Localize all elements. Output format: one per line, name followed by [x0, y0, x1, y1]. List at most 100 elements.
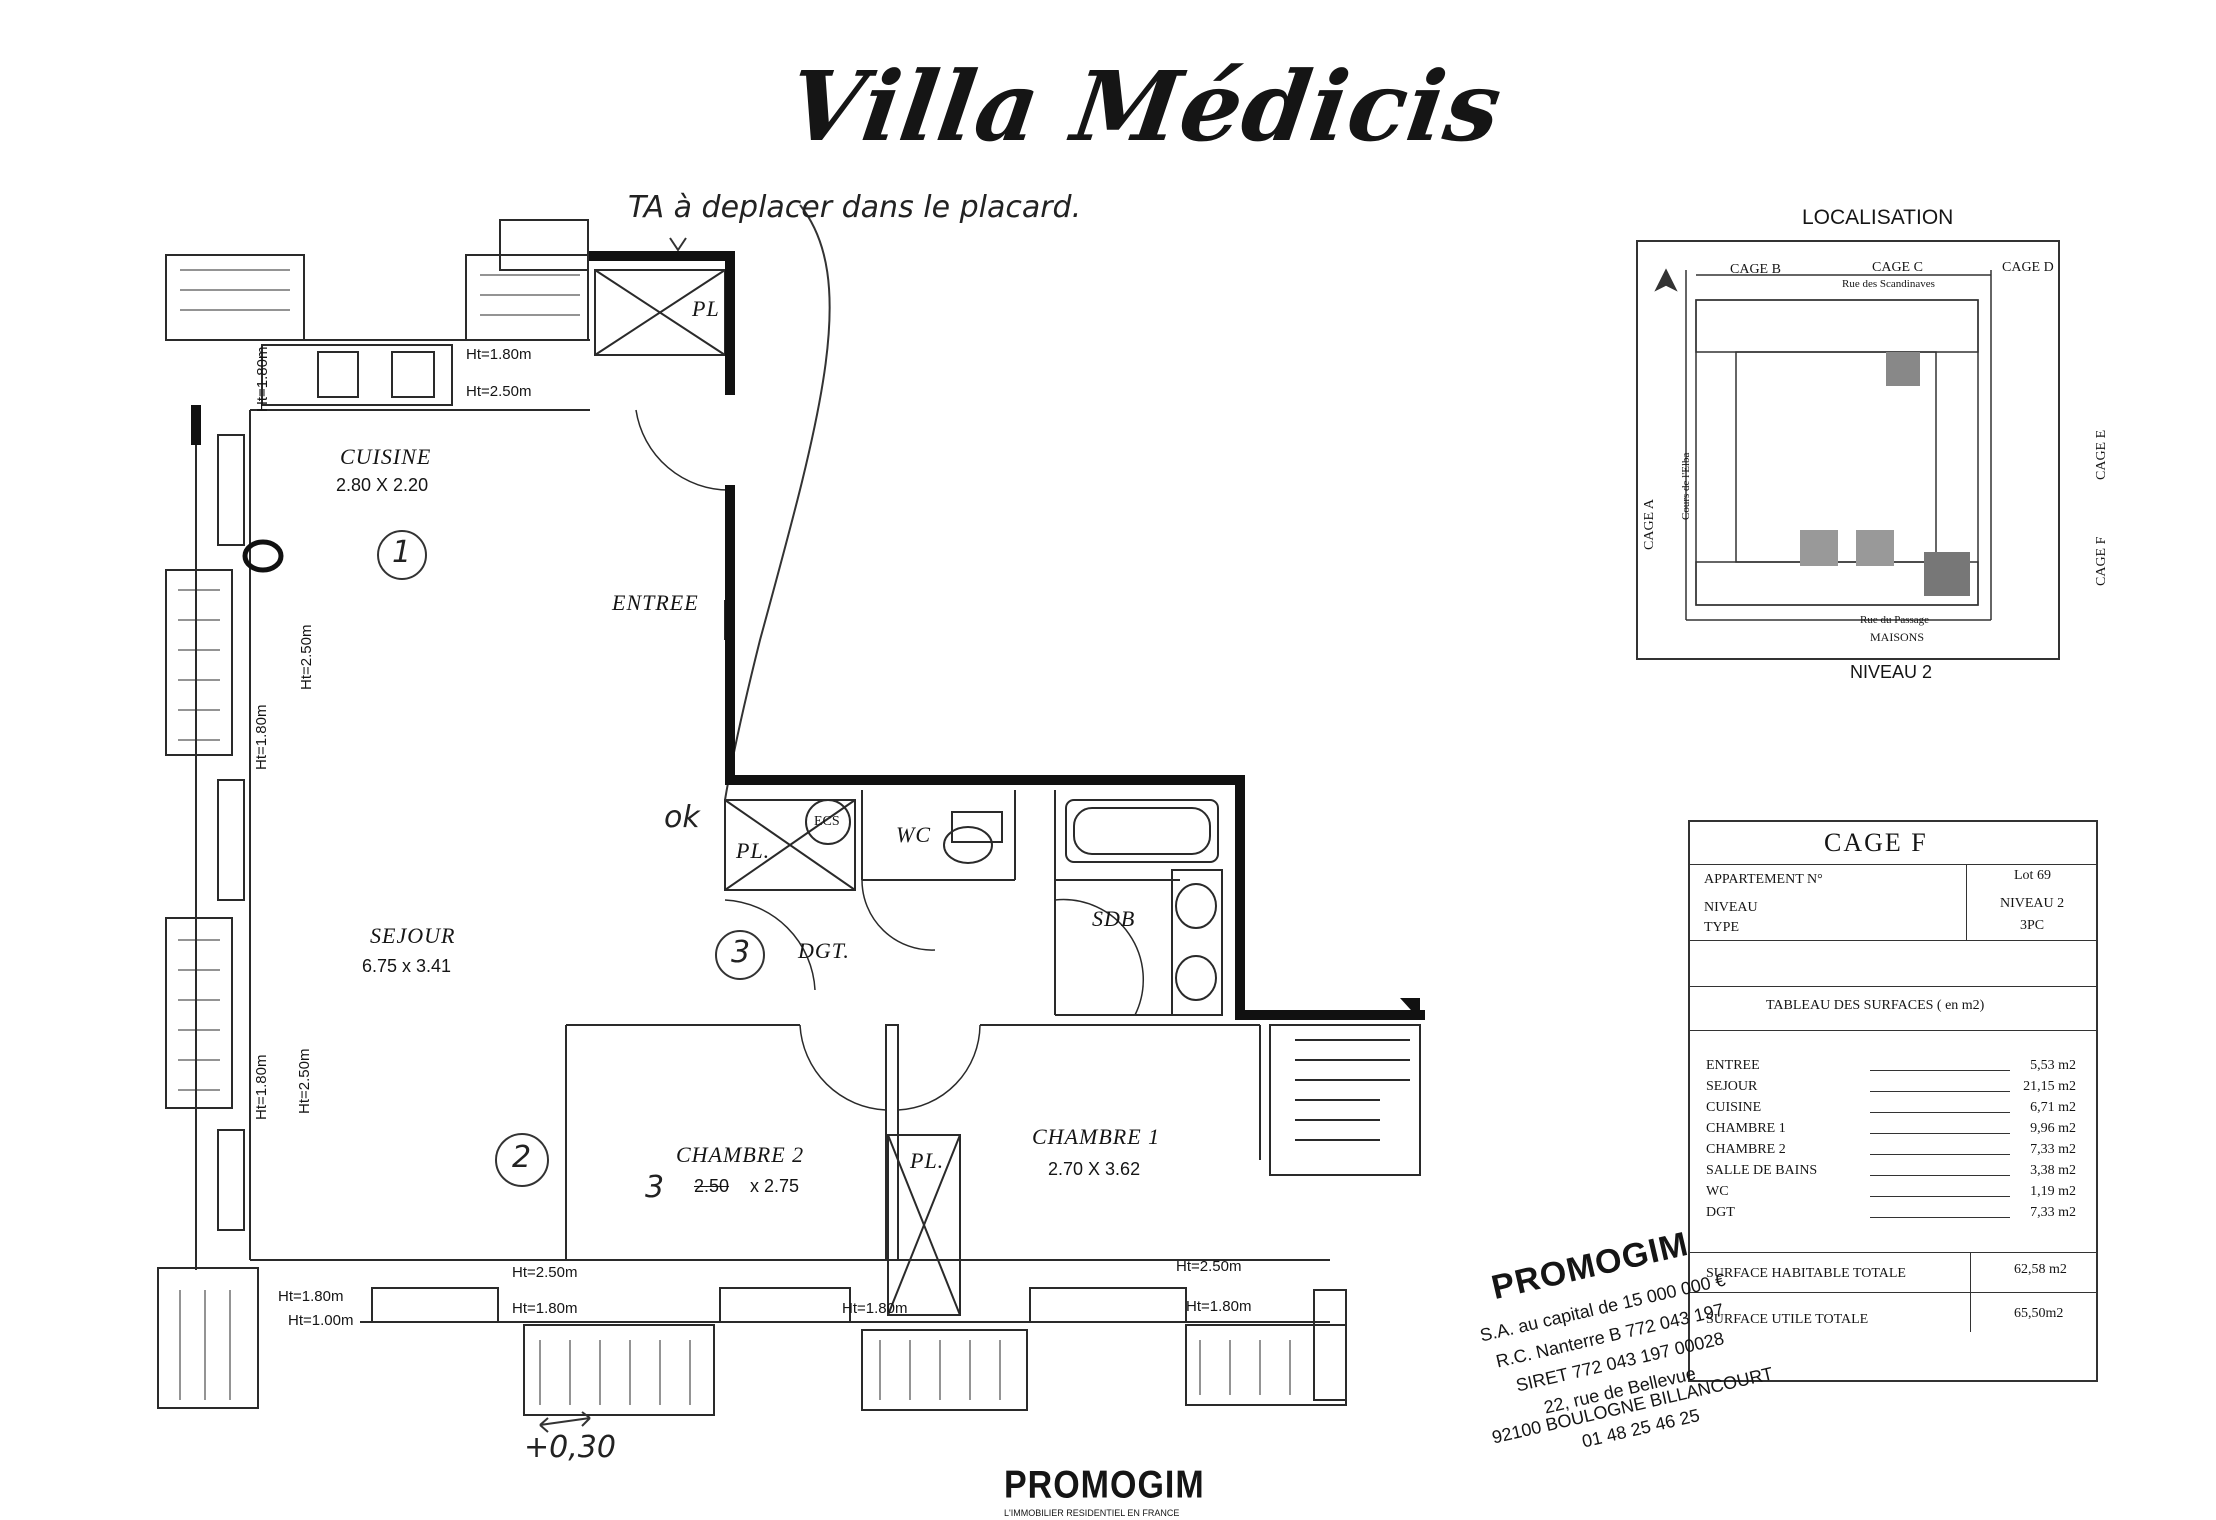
surface-row: DGT 7,33 m2: [1706, 1205, 2086, 1226]
surface-value: 1,19 m2: [2030, 1184, 2076, 1199]
cage-f-label: CAGE F: [2094, 536, 2109, 586]
room-entree-name: ENTREE: [612, 590, 699, 615]
surface-row: SEJOUR 21,15 m2: [1706, 1079, 2086, 1100]
surface-label: ENTREE: [1706, 1058, 1760, 1073]
type-value: 3PC: [2020, 918, 2045, 933]
room-dgt-name: DGT.: [798, 938, 850, 963]
surface-label: CUISINE: [1706, 1100, 1762, 1115]
marker-1: 1: [392, 535, 412, 570]
surface-label: WC: [1706, 1184, 1729, 1199]
habitable-label: SURFACE HABITABLE TOTALE: [1706, 1266, 1906, 1281]
ecs-label: ECS: [814, 814, 840, 829]
surface-value: 7,33 m2: [2030, 1142, 2076, 1157]
offset-note: +0,30: [524, 1430, 616, 1465]
height-bottom-5: Ht=1.80m: [842, 1300, 908, 1317]
room-cuisine-dims: 2.80 X 2.20: [336, 475, 429, 495]
ok-mark: ok: [664, 800, 700, 835]
surfaces-table: [1688, 820, 2098, 1382]
room-sejour-name: SEJOUR: [370, 923, 456, 948]
room-chambre1-name: CHAMBRE 1: [1032, 1124, 1161, 1149]
table-rule: [1688, 940, 2098, 941]
cage-a-label: CAGE A: [1642, 499, 1657, 550]
table-header: CAGE F: [1824, 828, 1928, 857]
maisons-label: MAISONS: [1870, 630, 1925, 644]
localisation-title: LOCALISATION: [1802, 206, 1954, 229]
height-bottom-7: Ht=1.80m: [1186, 1298, 1252, 1315]
table-rule: [1966, 864, 1967, 940]
key-plan: [1654, 268, 1992, 621]
surface-value: 21,15 m2: [2023, 1079, 2076, 1094]
room-chambre2-name: CHAMBRE 2: [676, 1142, 805, 1167]
marker-3: 3: [731, 935, 751, 970]
surface-value: 7,33 m2: [2030, 1205, 2076, 1220]
leader-line: [1870, 1196, 2010, 1197]
surfaces-rows: ENTREE 5,53 m2 SEJOUR 21,15 m2 CUISINE 6…: [1706, 1058, 2086, 1226]
surface-label: CHAMBRE 2: [1706, 1142, 1786, 1157]
leader-line: [1870, 1133, 2010, 1134]
height-bottom-4: Ht=1.80m: [512, 1300, 578, 1317]
habitable-value: 62,58 m2: [2014, 1262, 2067, 1277]
surface-label: SALLE DE BAINS: [1706, 1163, 1818, 1178]
leader-line: [1870, 1112, 2010, 1113]
handwritten-note: TA à deplacer dans le placard.: [628, 190, 1082, 225]
table-rule: [1688, 986, 2098, 987]
room-sdb-name: SDB: [1092, 906, 1136, 931]
room-chambre2-dims-struck: 2.50: [694, 1176, 730, 1196]
surface-row: CHAMBRE 1 9,96 m2: [1706, 1121, 2086, 1142]
table-rule: [1970, 1252, 1971, 1332]
leader-line: [1870, 1217, 2010, 1218]
surface-value: 6,71 m2: [2030, 1100, 2076, 1115]
height-kitchen-1: Ht=1.80m: [466, 346, 532, 363]
surfaces-title: TABLEAU DES SURFACES ( en m2): [1766, 998, 1985, 1013]
height-kitchen-2: Ht=2.50m: [466, 383, 532, 400]
cage-e-label: CAGE E: [2094, 429, 2109, 480]
leader-line: [1870, 1091, 2010, 1092]
surface-label: SEJOUR: [1706, 1079, 1758, 1094]
surface-label: DGT: [1706, 1205, 1735, 1220]
surface-row: WC 1,19 m2: [1706, 1184, 2086, 1205]
page-title: Villa Médicis: [782, 50, 1509, 163]
footer-logo: PROMOGIM: [1004, 1463, 1205, 1507]
structural-walls: [191, 251, 1425, 1020]
type-label: TYPE: [1704, 920, 1739, 935]
table-rule: [1688, 1030, 2098, 1031]
table-rule: [1688, 864, 2098, 865]
leader-line: [1870, 1175, 2010, 1176]
street-top-label: Rue des Scandinaves: [1842, 278, 1935, 290]
room-sejour-dims: 6.75 x 3.41: [362, 956, 452, 976]
pl-top-label: PL: [692, 296, 720, 321]
room-cuisine-name: CUISINE: [340, 444, 432, 469]
niveau-label: NIVEAU: [1704, 900, 1758, 915]
height-kitchen-side: Ht=1.80m: [254, 346, 271, 412]
surface-row: CUISINE 6,71 m2: [1706, 1100, 2086, 1121]
height-sejour-2: Ht=1.80m: [253, 704, 270, 770]
plan-outline: [157, 204, 1421, 1433]
appartement-label: APPARTEMENT N°: [1704, 872, 1823, 887]
surface-row: ENTREE 5,53 m2: [1706, 1058, 2086, 1079]
height-bottom-2: Ht=1.00m: [288, 1312, 354, 1329]
room-chambre2-dims: x 2.75: [750, 1176, 800, 1196]
marker-2: 2: [512, 1140, 532, 1175]
chambre2-correction: 3: [645, 1170, 665, 1205]
surface-value: 5,53 m2: [2030, 1058, 2076, 1073]
utile-value: 65,50m2: [2014, 1306, 2064, 1321]
room-chambre1-dims: 2.70 X 3.62: [1048, 1159, 1141, 1179]
height-bottom-6: Ht=2.50m: [1176, 1258, 1242, 1275]
table-rule: [1688, 1252, 2098, 1253]
height-bottom-3: Ht=2.50m: [512, 1264, 578, 1281]
pl-mid-label: PL.: [736, 838, 771, 863]
table-rule: [1688, 1292, 2098, 1293]
cage-b-label: CAGE B: [1730, 262, 1781, 277]
surface-value: 9,96 m2: [2030, 1121, 2076, 1136]
height-sejour-4: Ht=2.50m: [296, 1048, 313, 1114]
utile-label: SURFACE UTILE TOTALE: [1706, 1312, 1869, 1327]
leader-line: [1870, 1154, 2010, 1155]
localisation-frame: [1636, 240, 2060, 660]
street-bottom-label: Rue du Passage: [1860, 614, 1930, 626]
leader-line: [1870, 1070, 2010, 1071]
niveau-value: NIVEAU 2: [2000, 896, 2065, 911]
surface-label: CHAMBRE 1: [1706, 1121, 1786, 1136]
footer-tagline: L'IMMOBILIER RESIDENTIEL EN FRANCE: [1004, 1508, 1180, 1518]
cage-c-label: CAGE C: [1872, 260, 1923, 275]
